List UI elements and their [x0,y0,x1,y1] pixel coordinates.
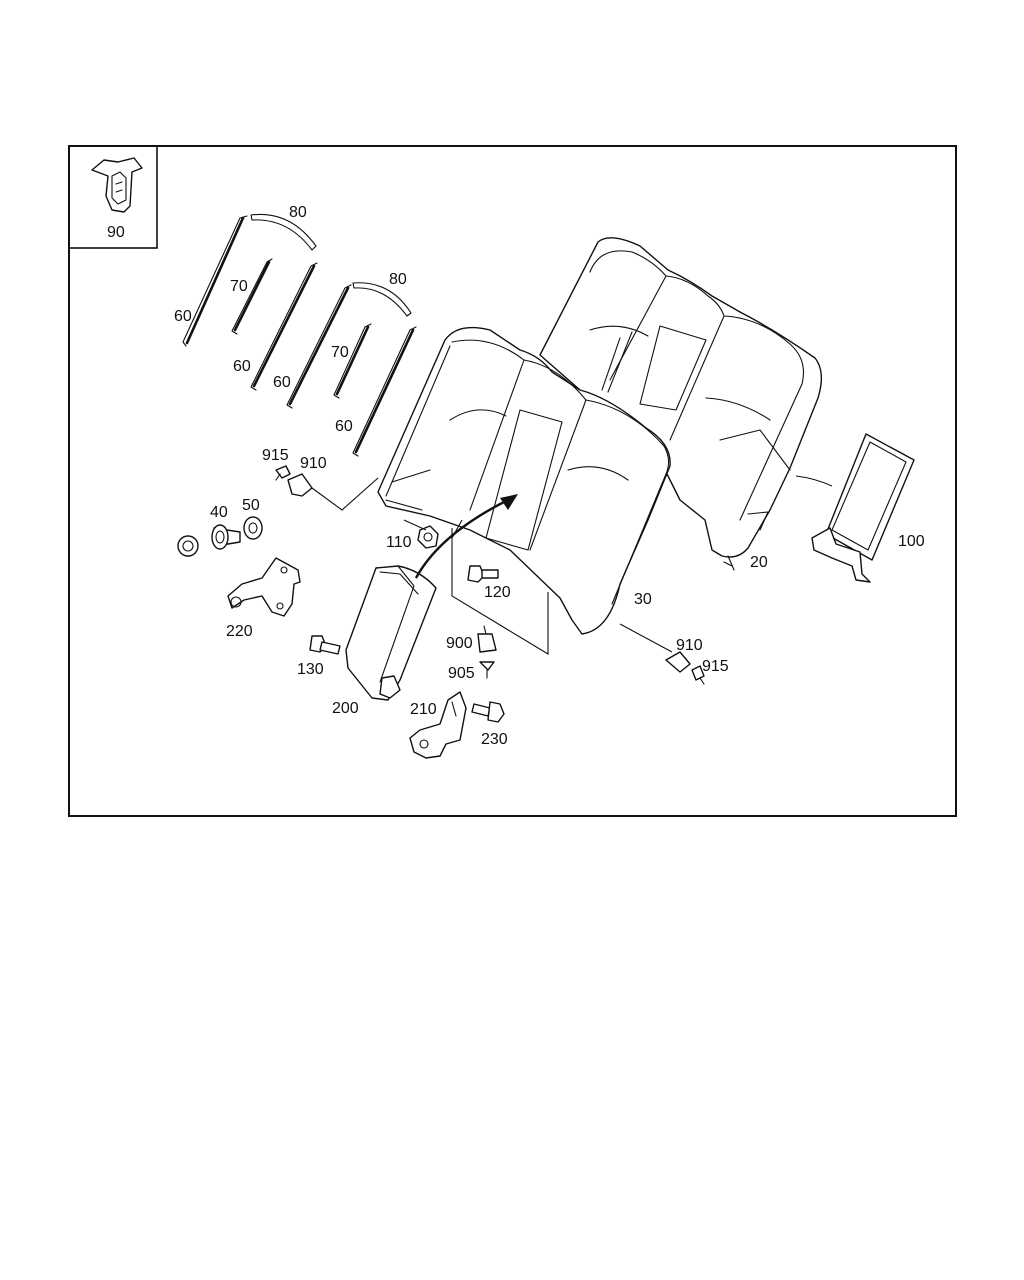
label-90: 90 [107,224,125,241]
label-60-b: 60 [233,358,251,375]
label-120: 120 [484,584,511,601]
clip-910-a [287,473,313,497]
hinge-210 [409,691,467,759]
wire-60-b [250,262,318,391]
leader-910-b [619,623,673,653]
screw-230 [471,701,505,723]
wire-80-b [352,282,412,317]
leader-110 [403,519,427,531]
wire-60-a [182,215,248,347]
label-910-a: 910 [300,455,327,472]
leader-120-cushion [451,519,463,539]
label-915-b: 915 [702,658,729,675]
panel-100 [811,433,915,583]
diagram-frame [68,145,957,817]
leader-910-a [311,477,379,511]
nut-110 [417,525,439,549]
clip-910-b [665,651,691,673]
label-130: 130 [297,661,324,678]
bushing-40 [177,524,241,557]
label-60-a: 60 [174,308,192,325]
bolt-130 [309,635,341,655]
washer-50 [243,516,263,540]
label-30: 30 [634,591,652,608]
label-100: 100 [898,533,925,550]
label-80-a: 80 [289,204,307,221]
arrow-head [500,494,518,510]
label-220: 220 [226,623,253,640]
label-200: 200 [332,700,359,717]
label-70-b: 70 [331,344,349,361]
wire-70-a [231,258,273,335]
armrest-200 [345,565,437,701]
label-900: 900 [446,635,473,652]
clip-900 [477,625,497,653]
wire-60-c [286,284,352,409]
label-60-c: 60 [273,374,291,391]
label-60-d: 60 [335,418,353,435]
label-905: 905 [448,665,475,682]
label-910-b: 910 [676,637,703,654]
label-230: 230 [481,731,508,748]
clip-90-icon [91,157,143,213]
clip-905 [479,661,495,679]
label-210: 210 [410,701,437,718]
label-110: 110 [386,534,412,551]
wire-60-d [352,326,417,457]
clip-915-b [691,665,705,685]
label-20: 20 [750,554,768,571]
inset-box [68,145,158,249]
bolt-120 [467,565,499,583]
label-915-a: 915 [262,447,289,464]
armrest-insert-arrow [414,498,509,579]
label-40: 40 [210,504,228,521]
wire-70-b [333,323,372,399]
bracket-220 [227,557,301,617]
leader-backrest-panel [795,475,833,487]
backrest-20 [539,237,823,571]
clip-915-a [275,465,291,481]
leader-120-900 [451,528,549,655]
wire-80-a [250,213,317,251]
label-50: 50 [242,497,260,514]
label-70-a: 70 [230,278,248,295]
seat-cushion-30 [377,326,671,635]
label-80-b: 80 [389,271,407,288]
